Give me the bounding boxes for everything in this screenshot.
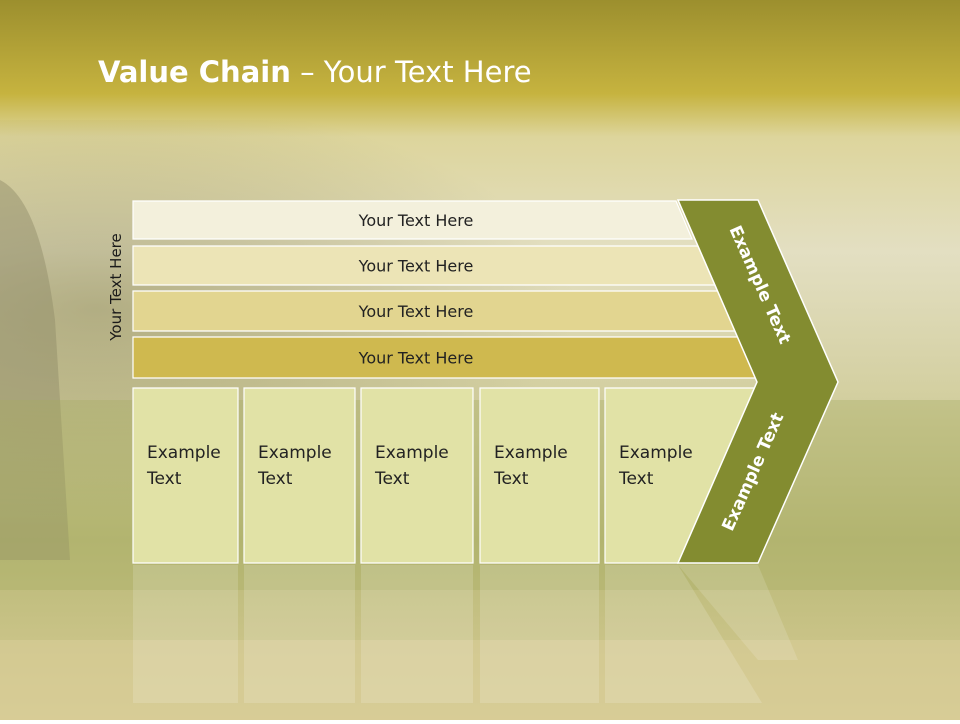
margin-chevron — [676, 199, 839, 564]
activity-box-2 — [243, 387, 356, 564]
tree-trunk — [0, 180, 70, 560]
page-title: Value Chain – Your Text Here — [98, 55, 532, 89]
activity-box-3-reflection — [361, 565, 473, 703]
activity-box-3 — [360, 387, 474, 564]
value-row-1 — [132, 200, 693, 240]
activity-box-1-reflection — [133, 565, 238, 703]
page-title-rest: – Your Text Here — [290, 55, 532, 89]
activity-box-2-line-2: Text — [257, 469, 293, 489]
activity-box-3-line-1: Example — [375, 443, 449, 463]
ground — [0, 640, 960, 720]
activity-box-4-line-1: Example — [494, 443, 568, 463]
activity-box-2-line-1: Example — [258, 443, 332, 463]
value-row-3-label: Your Text Here — [358, 302, 474, 321]
activity-box-3-line-2: Text — [374, 469, 410, 489]
margin-chevron-reflection — [678, 565, 798, 660]
value-row-4-label: Your Text Here — [358, 349, 474, 368]
page-title-bold: Value Chain — [98, 55, 291, 89]
value-row-2-label: Your Text Here — [358, 257, 474, 276]
reflection-layer — [133, 565, 798, 703]
activity-box-5-reflection — [605, 565, 762, 703]
activity-box-2-reflection — [244, 565, 355, 703]
activity-box-5-line-1: Example — [619, 443, 693, 463]
activity-box-1 — [132, 387, 239, 564]
activity-box-5-line-2: Text — [618, 469, 654, 489]
activity-box-4-reflection — [480, 565, 599, 703]
value-row-1-label: Your Text Here — [358, 211, 474, 230]
activity-box-4 — [479, 387, 600, 564]
activity-box-1-line-2: Text — [146, 469, 182, 489]
side-label: Your Text Here — [107, 233, 125, 341]
activity-box-4-line-2: Text — [493, 469, 529, 489]
activity-box-1-line-1: Example — [147, 443, 221, 463]
